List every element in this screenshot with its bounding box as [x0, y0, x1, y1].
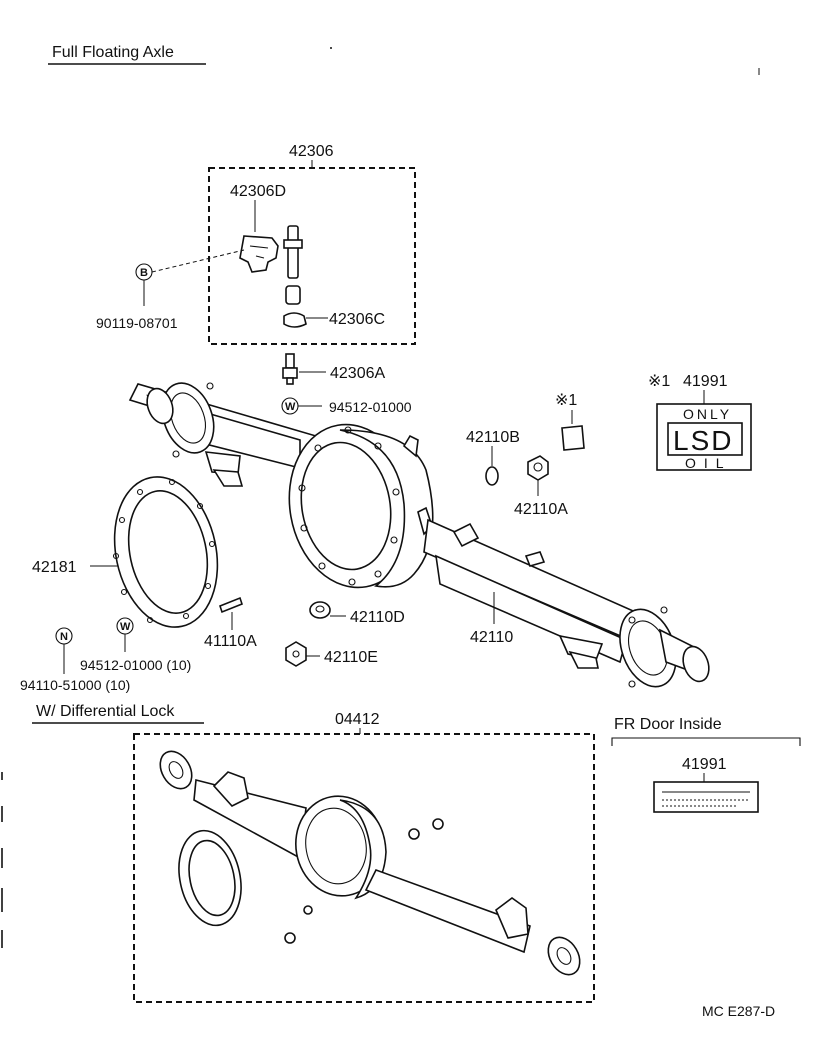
gasket-42110B	[485, 466, 499, 486]
part-label-42306D: 42306D	[230, 183, 286, 200]
lsd-label-top: ONLY	[683, 406, 732, 422]
part-label-94512-01000: 94512-01000	[329, 399, 412, 415]
diagram-code: MC E287-D	[702, 1003, 775, 1019]
leader-line	[151, 249, 245, 273]
marker-b: B	[140, 267, 148, 279]
lsd-label-bottom: OIL	[685, 455, 732, 471]
part-label-42110E: 42110E	[324, 649, 378, 666]
header-full-floating-axle: Full Floating Axle	[52, 44, 174, 61]
part-label-41991: 41991	[683, 373, 728, 390]
part-label-41991-door: 41991	[682, 756, 727, 773]
small-label-sticker	[561, 425, 585, 451]
part-label-42110A: 42110A	[514, 501, 568, 518]
breather-fitting-42306A	[282, 353, 298, 385]
part-label-42306A: 42306A	[330, 365, 385, 382]
header-differential-lock: W/ Differential Lock	[36, 703, 175, 720]
nut-42110E	[285, 641, 307, 667]
scan-dot	[330, 47, 332, 49]
part-label-42110B: 42110B	[466, 429, 520, 446]
lsd-oil-label: ONLY LSD OIL	[656, 403, 752, 471]
part-label-42181: 42181	[32, 559, 77, 576]
carrier-gasket-42181	[112, 476, 219, 628]
part-label-42110D: 42110D	[350, 609, 405, 626]
marker-w: W	[285, 401, 296, 413]
header-fr-door-inside: FR Door Inside	[614, 716, 722, 733]
part-label-04412: 04412	[335, 711, 380, 728]
marker-n: N	[60, 631, 68, 643]
kit-boundary-04412	[133, 733, 595, 1003]
axle-assembly-04412	[159, 750, 581, 976]
part-label-41110A: 41110A	[204, 633, 257, 650]
part-label-94110-51000-10: 94110-51000 (10)	[20, 677, 130, 693]
part-label-42306C: 42306C	[329, 311, 385, 328]
part-label-42110: 42110	[470, 629, 513, 646]
part-label-42306: 42306	[289, 143, 334, 160]
breather-cap-42306D	[239, 235, 279, 273]
door-label-sticker	[653, 781, 759, 813]
carrier-gasket-04412	[178, 829, 242, 927]
marker-star-1: ※1	[648, 373, 670, 390]
marker-star-1-small: ※1	[555, 392, 577, 409]
stud-41110A	[219, 596, 243, 614]
bracket-fr-door	[611, 737, 801, 746]
washer-42110D	[309, 601, 331, 619]
marker-w: W	[120, 621, 131, 633]
lsd-label-main: LSD	[673, 425, 733, 456]
clip-42306C	[283, 312, 307, 328]
breather-plug	[283, 225, 303, 305]
axle-housing-42110	[128, 382, 710, 688]
plug-42110A	[527, 455, 549, 481]
kit-boundary-42306	[208, 167, 416, 345]
part-label-94512-01000-10: 94512-01000 (10)	[80, 657, 191, 673]
part-label-90119-08701: 90119-08701	[96, 315, 178, 331]
